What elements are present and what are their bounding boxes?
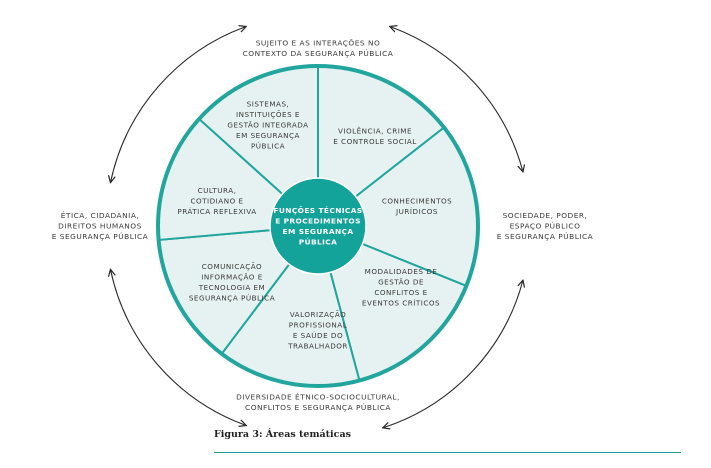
- segment-label-valorizacao-profissional-line: PROFISSIONAL: [289, 320, 347, 329]
- segment-label-cultura-cotidiano-line: COTIDIANO E: [190, 197, 243, 206]
- center-label-line: FUNÇÕES TÉCNICAS: [273, 206, 362, 215]
- outer-label-right-line: SOCIEDADE, PODER,: [503, 211, 588, 220]
- segment-label-conhecimentos-juridicos-line: JURÍDICOS: [395, 207, 438, 216]
- arrow-top-left: [111, 27, 246, 182]
- segment-label-comunicacao-informacao-line: INFORMAÇÃO E: [201, 272, 263, 281]
- arrow-bottom-right: [384, 281, 523, 428]
- outer-labels: SUJEITO E AS INTERAÇÕES NO CONTEXTO DA SE…: [52, 38, 593, 412]
- segment-label-cultura-cotidiano-line: PRÁTICA REFLEXIVA: [177, 207, 256, 216]
- segment-label-sistemas-instituicoes-line: INSTITUIÇÕES E: [236, 110, 300, 119]
- segment-label-cultura-cotidiano-line: CULTURA,: [198, 186, 237, 195]
- outer-label-bottom-line: CONFLITOS E SEGURANÇA PÚBLICA: [245, 403, 391, 412]
- outer-label-top-line: SUJEITO E AS INTERAÇÕES NO: [256, 38, 381, 47]
- segment-label-conhecimentos-juridicos: CONHECIMENTOS JURÍDICOS: [382, 196, 452, 216]
- segment-label-conhecimentos-juridicos-line: CONHECIMENTOS: [382, 196, 452, 205]
- figure-caption: Figura 3: Áreas temáticas: [214, 429, 351, 440]
- outer-label-left-line: ÉTICA, CIDADANIA,: [61, 211, 139, 220]
- segment-label-violencia-crime-line: E CONTROLE SOCIAL: [333, 137, 417, 146]
- center-label-line: E PROCEDIMENTOS: [275, 216, 361, 225]
- segment-label-sistemas-instituicoes-line: PÚBLICA: [251, 142, 285, 151]
- outer-label-right-line: E SEGURANÇA PÚBLICA: [497, 232, 593, 241]
- center-label-line: EM SEGURANÇA: [283, 227, 354, 236]
- segment-label-modalidades-gestao-line: CONFLITOS E: [374, 288, 427, 297]
- arrow-bottom-left: [111, 270, 246, 425]
- segment-label-sistemas-instituicoes-line: SISTEMAS,: [247, 100, 290, 109]
- segment-label-violencia-crime: VIOLÊNCIA, CRIME E CONTROLE SOCIAL: [333, 126, 417, 146]
- segment-label-modalidades-gestao-line: EVENTOS CRÍTICOS: [362, 298, 440, 307]
- segment-label-sistemas-instituicoes-line: GESTÃO INTEGRADA: [227, 121, 308, 130]
- outer-label-bottom-line: DIVERSIDADE ÉTNICO-SOCIOCULTURAL,: [236, 392, 400, 401]
- caption-rule: [214, 452, 681, 453]
- outer-label-left-line: E SEGURANÇA PÚBLICA: [52, 232, 148, 241]
- segment-label-valorizacao-profissional-line: TRABALHADOR: [287, 341, 348, 350]
- wheel-rim: [156, 64, 480, 388]
- wheel-segments: VIOLÊNCIA, CRIME E CONTROLE SOCIAL CONHECI…: [156, 64, 480, 388]
- segment-label-modalidades-gestao-line: GESTÃO DE: [378, 277, 424, 286]
- segment-label-comunicacao-informacao-line: SEGURANÇA PÚBLICA: [189, 293, 275, 302]
- segment-label-violencia-crime-line: VIOLÊNCIA, CRIME: [338, 126, 412, 135]
- segment-label-comunicacao-informacao-line: COMUNICAÇÃO: [202, 262, 262, 271]
- outer-label-top: SUJEITO E AS INTERAÇÕES NO CONTEXTO DA SE…: [243, 38, 394, 58]
- outer-label-top-line: CONTEXTO DA SEGURANÇA PÚBLICA: [243, 49, 394, 58]
- segment-label-sistemas-instituicoes-line: EM SEGURANÇA: [236, 131, 300, 140]
- segment-label-valorizacao-profissional-line: E SAÚDE DO: [293, 331, 343, 340]
- outer-label-left-line: DIREITOS HUMANOS: [58, 222, 142, 231]
- arrow-top-right: [391, 27, 523, 171]
- segment-label-valorizacao-profissional-line: VALORIZAÇÃO: [290, 310, 347, 319]
- center-circle: [269, 177, 367, 275]
- outer-label-right-line: ESPAÇO PÚBLICO: [510, 222, 581, 231]
- outer-label-bottom: DIVERSIDADE ÉTNICO-SOCIOCULTURAL, CONFLIT…: [236, 392, 400, 412]
- segment-label-comunicacao-informacao-line: TECNOLOGIA EM: [198, 283, 266, 292]
- cycle-arrows: [111, 27, 523, 428]
- center-label-line: PÚBLICA: [299, 237, 337, 246]
- segment-label-modalidades-gestao-line: MODALIDADES DE: [365, 267, 438, 276]
